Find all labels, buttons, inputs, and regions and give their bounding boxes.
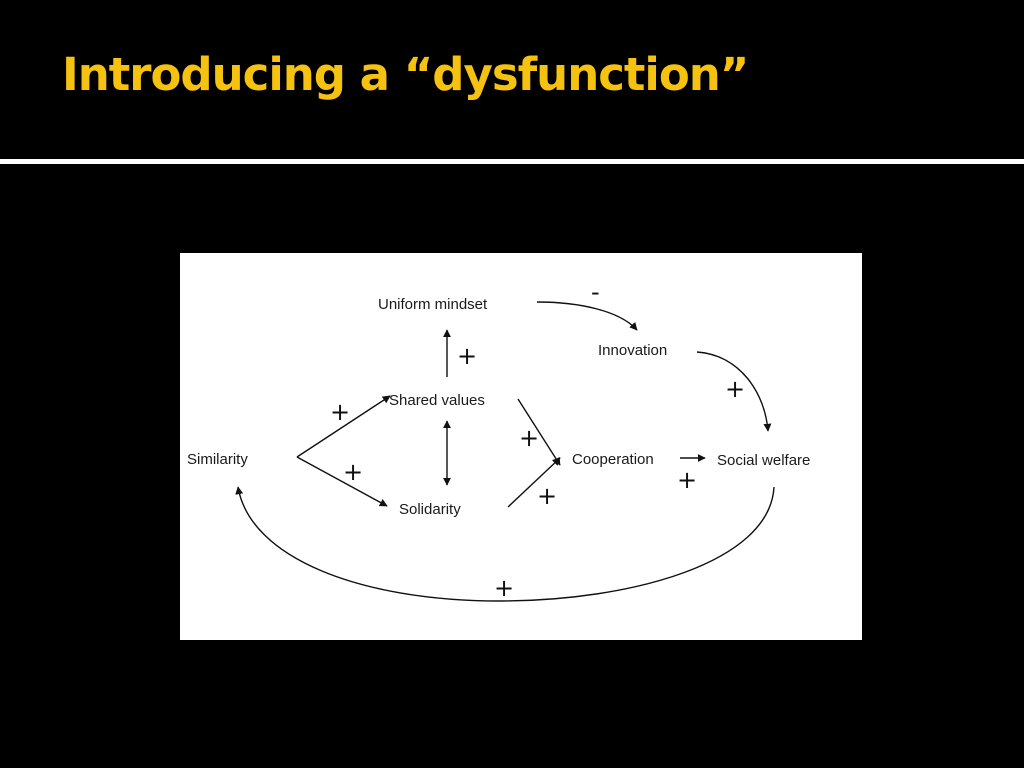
diagram-canvas: Uniform mindset Innovation Shared values… xyxy=(187,278,810,602)
edge-similarity-to-shared-values xyxy=(296,395,391,458)
sign-plus-welfare-similarity: + xyxy=(494,574,514,602)
sign-minus-uniform-innovation: - xyxy=(591,278,600,306)
node-innovation: Innovation xyxy=(598,342,667,359)
node-shared-values: Shared values xyxy=(389,392,485,409)
node-similarity: Similarity xyxy=(187,451,248,468)
edge-similarity-to-solidarity xyxy=(296,456,388,507)
node-social-welfare: Social welfare xyxy=(717,452,810,469)
sign-plus-shared-uniform: + xyxy=(457,342,477,370)
edge-uniform-mindset-to-innovation xyxy=(536,301,638,331)
sign-plus-solidarity-cooperation: + xyxy=(537,482,557,510)
edge-solidarity-to-cooperation xyxy=(507,457,561,508)
sign-plus-shared-cooperation: + xyxy=(519,424,539,452)
node-solidarity: Solidarity xyxy=(399,501,461,518)
causal-loop-diagram: Uniform mindset Innovation Shared values… xyxy=(180,253,862,640)
sign-plus-similarity-solidarity: + xyxy=(343,458,363,486)
sign-plus-innovation-welfare: + xyxy=(725,375,745,403)
title-divider xyxy=(0,159,1024,164)
edge-innovation-to-social-welfare xyxy=(696,351,772,432)
node-cooperation: Cooperation xyxy=(572,451,654,468)
sign-plus-similarity-shared: + xyxy=(330,398,350,426)
sign-plus-cooperation-welfare: + xyxy=(677,466,697,494)
slide-title: Introducing a “dysfunction” xyxy=(62,48,749,101)
edge-social-welfare-to-similarity xyxy=(235,486,775,602)
edge-shared-values-to-cooperation xyxy=(517,398,561,466)
node-uniform-mindset: Uniform mindset xyxy=(378,296,488,313)
